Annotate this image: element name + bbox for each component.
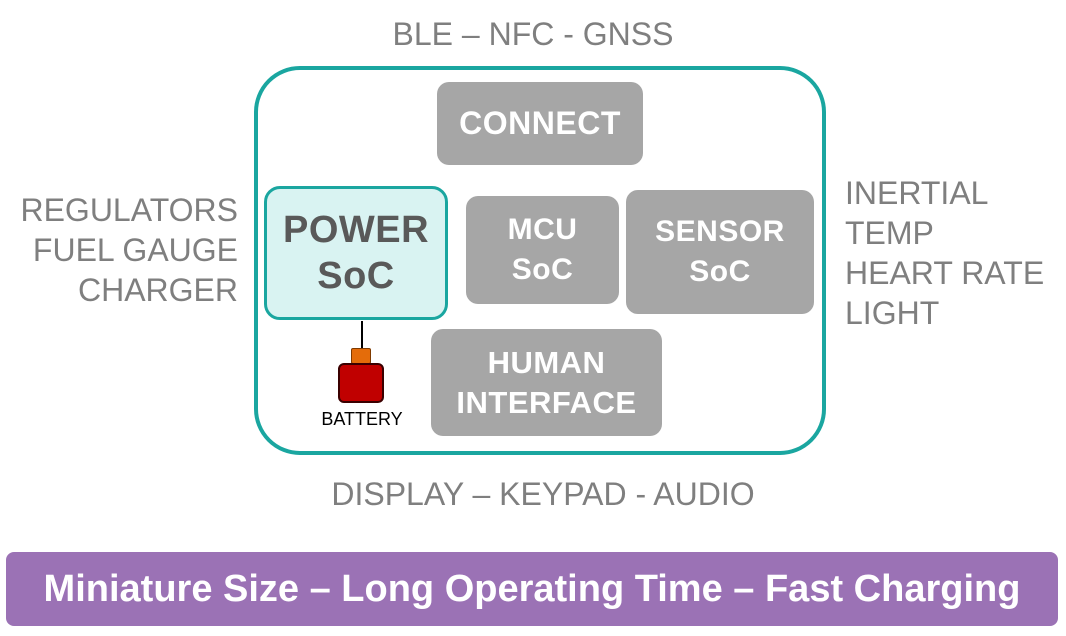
mcu-soc-label-line1: MCU — [507, 213, 578, 246]
sensor-function-item: TEMP — [845, 215, 934, 251]
power-function-item: FUEL GAUGE — [32, 232, 238, 268]
top-label-connectivity: BLE – NFC - GNSS — [392, 16, 674, 52]
mcu-soc-label-line2: SoC — [511, 253, 574, 286]
battery-icon — [338, 363, 384, 403]
power-function-item: REGULATORS — [20, 192, 238, 228]
sensor-soc-label-line1: SENSOR — [655, 215, 785, 248]
sensor-function-item: HEART RATE — [845, 255, 1045, 291]
human-interface-block: HUMAN INTERFACE — [431, 329, 662, 436]
sensor-soc-label-line2: SoC — [689, 255, 751, 288]
power-soc-label-line2: SoC — [317, 255, 395, 297]
bottom-label-interfaces: DISPLAY – KEYPAD - AUDIO — [331, 476, 755, 512]
battery-label: BATTERY — [321, 409, 403, 429]
sensor-functions-list: INERTIAL TEMP HEART RATE LIGHT — [845, 173, 1065, 333]
battery-terminal-icon — [351, 348, 371, 364]
sensor-function-item: INERTIAL — [845, 175, 989, 211]
power-soc-label-line1: POWER — [282, 209, 430, 251]
power-functions-list: REGULATORS FUEL GAUGE CHARGER — [0, 190, 238, 310]
mcu-soc-block: MCU SoC — [466, 196, 619, 304]
human-interface-label-line1: HUMAN — [487, 344, 606, 380]
connect-block-label: CONNECT — [459, 105, 621, 141]
summary-banner: Miniature Size – Long Operating Time – F… — [6, 552, 1058, 626]
system-frame — [254, 66, 826, 455]
connect-block: CONNECT — [437, 82, 643, 165]
power-soc-block: POWER SoC — [264, 186, 448, 320]
sensor-function-item: LIGHT — [845, 295, 940, 331]
sensor-soc-block: SENSOR SoC — [626, 190, 814, 314]
battery-wire — [361, 321, 363, 349]
power-function-item: CHARGER — [77, 272, 238, 308]
human-interface-label-line2: INTERFACE — [456, 384, 637, 420]
